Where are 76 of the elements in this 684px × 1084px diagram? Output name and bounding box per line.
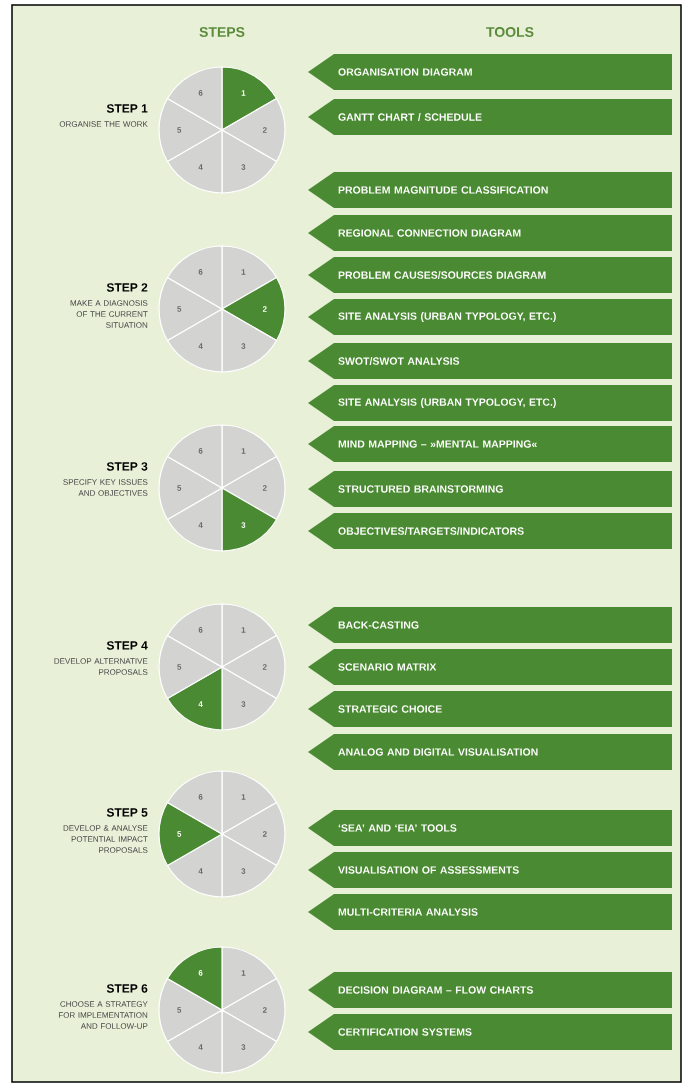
tool-banner: VISUALISATION OF ASSESSMENTS [308, 852, 672, 888]
step-description: DEVELOP & ANALYSE POTENTIAL IMPACT PROPOSALS [63, 825, 148, 853]
column-heading: TOOLS [486, 27, 534, 37]
step-heading: STEP 2 [106, 283, 148, 292]
segment-number: 1 [241, 794, 246, 800]
step-description: SPECIFY KEY ISSUES AND OBJECTIVES [63, 479, 148, 496]
tool-banner: PROBLEM CAUSES/SOURCES DIAGRAM [308, 257, 672, 293]
segment-number: 4 [198, 522, 203, 528]
segment-number: 4 [198, 868, 203, 874]
tool-banner: REGIONAL CONNECTION DIAGRAM [308, 215, 672, 251]
tool-banner: STRATEGIC CHOICE [308, 691, 672, 727]
segment-number: 1 [241, 269, 246, 275]
tool-banner: ANALOG AND DIGITAL VISUALISATION [308, 734, 672, 770]
tool-banner: PROBLEM MAGNITUDE CLASSIFICATION [308, 172, 672, 208]
tool-banner: CERTIFICATION SYSTEMS [308, 1014, 672, 1050]
segment-number: 5 [177, 831, 182, 837]
pie-chart [158, 946, 286, 1074]
segment-number: 5 [177, 664, 182, 670]
segment-number: 1 [241, 90, 246, 96]
segment-number: 4 [198, 343, 203, 349]
segment-number: 2 [262, 485, 267, 491]
segment-number: 3 [241, 1044, 246, 1050]
segment-number: 5 [177, 485, 182, 491]
tool-banner: MULTI-CRITERIA ANALYSIS [308, 894, 672, 930]
tool-banner: SWOT/SWOT ANALYSIS [308, 343, 672, 379]
pie-chart [158, 424, 286, 552]
segment-number: 1 [241, 627, 246, 633]
segment-number: 2 [262, 127, 267, 133]
step-heading: STEP 3 [106, 462, 148, 471]
segment-number: 3 [241, 343, 246, 349]
segment-number: 4 [198, 1044, 203, 1050]
step-description: ORGANISE THE WORK [59, 121, 148, 127]
segment-number: 2 [262, 1007, 267, 1013]
segment-number: 5 [177, 127, 182, 133]
segment-number: 2 [262, 831, 267, 837]
segment-number: 2 [262, 664, 267, 670]
segment-number: 6 [198, 627, 203, 633]
tool-banner: OBJECTIVES/TARGETS/INDICATORS [308, 513, 672, 549]
segment-number: 4 [198, 701, 203, 707]
tool-banner: SITE ANALYSIS (URBAN TYPOLOGY, ETC.) [308, 299, 672, 335]
segment-number: 3 [241, 868, 246, 874]
segment-number: 2 [262, 306, 267, 312]
segment-number: 1 [241, 970, 246, 976]
step-heading: STEP 1 [106, 104, 148, 113]
tool-banner: ‘SEA’ AND ‘EIA’ TOOLS [308, 810, 672, 846]
segment-number: 5 [177, 306, 182, 312]
segment-number: 5 [177, 1007, 182, 1013]
segment-number: 6 [198, 794, 203, 800]
segment-number: 6 [198, 448, 203, 454]
tool-banner: STRUCTURED BRAINSTORMING [308, 471, 672, 507]
pie-chart [158, 770, 286, 898]
step-heading: STEP 4 [106, 641, 148, 650]
tool-banner: MIND MAPPING – »MENTAL MAPPING« [308, 426, 672, 462]
step-heading: STEP 6 [106, 984, 148, 993]
segment-number: 3 [241, 522, 246, 528]
column-heading: STEPS [199, 27, 245, 37]
tool-banner: SCENARIO MATRIX [308, 649, 672, 685]
tool-banner: ORGANISATION DIAGRAM [308, 54, 672, 90]
step-description: MAKE A DIAGNOSIS OF THE CURRENT SITUATION [70, 300, 148, 328]
step-heading: STEP 5 [106, 808, 148, 817]
segment-number: 6 [198, 90, 203, 96]
segment-number: 1 [241, 448, 246, 454]
step-description: DEVELOP ALTERNATIVE PROPOSALS [54, 658, 148, 675]
tool-banner: BACK-CASTING [308, 607, 672, 643]
tool-banner: DECISION DIAGRAM – FLOW CHARTS [308, 972, 672, 1008]
tool-banner: GANTT CHART / SCHEDULE [308, 99, 672, 135]
pie-chart [158, 66, 286, 194]
segment-number: 3 [241, 701, 246, 707]
pie-chart [158, 603, 286, 731]
pie-chart [158, 245, 286, 373]
segment-number: 6 [198, 970, 203, 976]
segment-number: 6 [198, 269, 203, 275]
segment-number: 4 [198, 164, 203, 170]
tool-banner: SITE ANALYSIS (URBAN TYPOLOGY, ETC.) [308, 385, 672, 421]
segment-number: 3 [241, 164, 246, 170]
step-description: CHOOSE A STRATEGY FOR IMPLEMENTATION AND FOLLOW-UP [59, 1001, 148, 1029]
